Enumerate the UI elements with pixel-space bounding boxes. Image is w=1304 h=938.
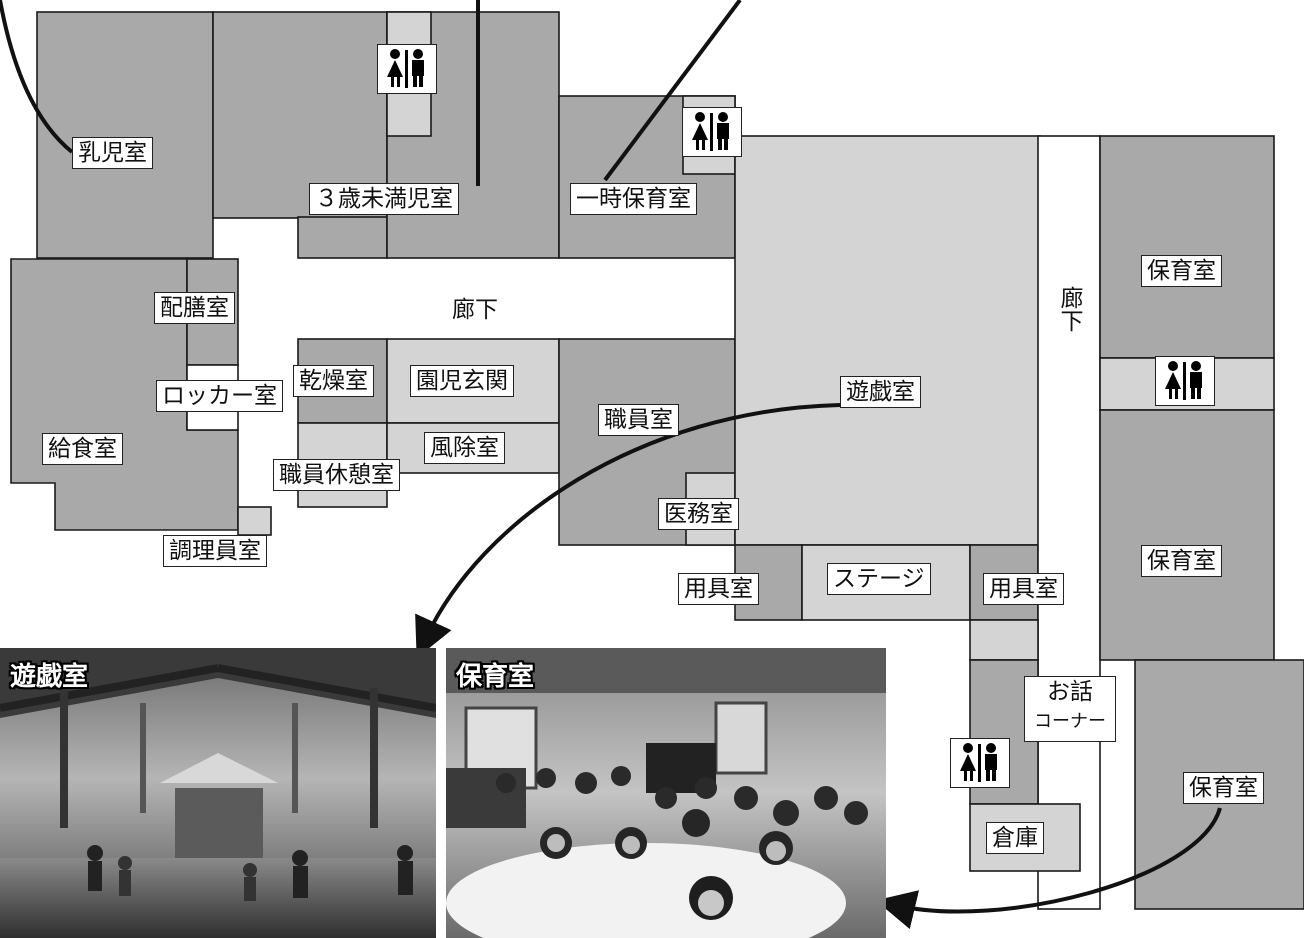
story-corner-line2: コーナー	[1034, 711, 1106, 732]
label-staff-rest-room: 職員休憩室	[273, 459, 400, 491]
restroom-icon	[950, 738, 1010, 788]
label-lunch-room: 給食室	[42, 433, 123, 465]
label-drying-room: 乾燥室	[293, 365, 374, 397]
photo-nursery-title: 保育室	[456, 662, 535, 692]
label-entrance: 園児玄関	[410, 365, 514, 397]
arrow-playroom	[415, 403, 841, 659]
label-corridor-horizontal: 廊下	[452, 297, 498, 323]
arrow-nursery	[875, 807, 1222, 930]
room-cook-staff	[237, 506, 272, 536]
photo-playroom-title: 遊戯室	[10, 662, 89, 692]
label-staff-room: 職員室	[598, 404, 679, 436]
label-temporary-room: 一時保育室	[570, 183, 697, 215]
label-corridor-vertical-text: 廊下	[1056, 286, 1082, 332]
room-under3-left-ext	[297, 216, 388, 259]
leader-line-infant	[0, 0, 74, 154]
playroom-photo-image	[0, 648, 436, 938]
label-under3-room: ３歳未満児室	[309, 183, 459, 215]
photo-playroom: 遊戯室	[0, 648, 436, 938]
room-nursery-2	[1099, 409, 1275, 661]
room-playroom	[734, 135, 1041, 546]
label-playroom: 遊戯室	[840, 376, 921, 408]
photo-nursery: 保育室	[446, 648, 886, 938]
label-stage: ステージ	[827, 563, 931, 595]
restroom-icon	[682, 107, 742, 157]
label-storage: 倉庫	[986, 822, 1044, 854]
story-corner-line1: お話	[1047, 679, 1093, 705]
label-story-corner: お話 コーナー	[1024, 676, 1116, 742]
label-nursery-room-1: 保育室	[1141, 255, 1222, 287]
room-infant	[36, 11, 214, 259]
room-nursery-1	[1099, 135, 1275, 359]
label-cook-staff-room: 調理員室	[163, 535, 267, 567]
label-corridor-vertical: 廊下	[1054, 286, 1084, 339]
restroom-icon	[377, 44, 437, 94]
label-windbreak: 風除室	[424, 432, 505, 464]
leader-line-temporary	[603, 0, 742, 182]
label-serving-room: 配膳室	[154, 292, 235, 324]
label-medical-room: 医務室	[658, 498, 739, 530]
corridor-vertical	[1037, 135, 1101, 910]
room-small-1	[969, 619, 1039, 661]
label-equipment-room-right: 用具室	[983, 573, 1064, 605]
nursery-photo-image	[446, 648, 886, 938]
restroom-icon	[1155, 356, 1215, 406]
label-infant-room: 乳児室	[72, 137, 153, 169]
label-locker-room: ロッカー室	[156, 380, 283, 412]
label-equipment-room-left: 用具室	[678, 573, 759, 605]
label-nursery-room-3: 保育室	[1183, 772, 1264, 804]
label-nursery-room-2: 保育室	[1141, 545, 1222, 577]
